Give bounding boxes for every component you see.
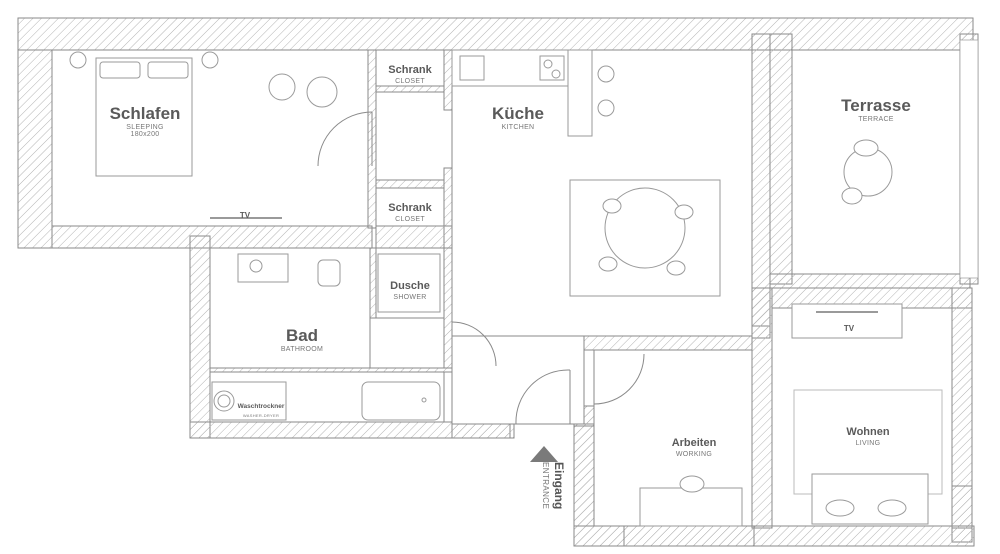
schlafen-size: 180x200 <box>130 131 160 138</box>
washer-name: Waschtrockner <box>237 403 285 410</box>
dining-table <box>569 179 721 297</box>
kueche-label: Küche KITCHEN <box>478 104 558 131</box>
schrank2-name: Schrank <box>388 202 432 214</box>
tv-living-text: TV <box>843 324 855 333</box>
schrank1-label: Schrank CLOSET <box>378 60 442 85</box>
entrance-arrow <box>530 446 558 462</box>
arbeiten-label: Arbeiten WORKING <box>654 433 734 458</box>
terrasse-name: Terrasse <box>841 96 911 115</box>
washer-label: Waschtrockner WASHER-DRYER <box>234 395 288 418</box>
dusche-en: SHOWER <box>393 294 427 301</box>
entrance-name: Eingang <box>552 462 566 510</box>
schrank2-en: CLOSET <box>395 216 425 223</box>
schrank2-label: Schrank CLOSET <box>378 198 442 223</box>
bad-en: BATHROOM <box>280 346 324 353</box>
dusche-label: Dusche SHOWER <box>380 276 440 301</box>
schlafen-label: Schlafen SLEEPING 180x200 <box>100 104 190 138</box>
bath-fixtures <box>211 253 441 421</box>
wohnen-label: Wohnen LIVING <box>828 422 908 447</box>
tv-bedroom-label: TV <box>230 205 260 223</box>
terrace-table <box>841 139 893 205</box>
wohnen-name: Wohnen <box>846 426 890 438</box>
entrance-en: ENTRANCE <box>541 462 550 510</box>
arbeiten-en: WORKING <box>675 451 713 458</box>
terrasse-label: Terrasse TERRACE <box>826 96 926 123</box>
desk <box>639 475 743 527</box>
terrace-railing <box>959 39 979 279</box>
schlafen-name: Schlafen <box>109 104 181 123</box>
bed <box>69 51 219 177</box>
tv-bedroom-text: TV <box>239 211 251 220</box>
bad-label: Bad BATHROOM <box>262 326 342 353</box>
doors <box>317 111 645 425</box>
living-furniture <box>791 303 943 525</box>
bedroom-chair <box>268 73 338 108</box>
kueche-name: Küche <box>492 104 544 123</box>
entrance-label: Eingang ENTRANCE <box>518 462 566 524</box>
wohnen-en: LIVING <box>855 440 881 447</box>
schrank1-name: Schrank <box>388 64 432 76</box>
tv-living-label: TV <box>834 318 864 336</box>
arbeiten-name: Arbeiten <box>671 437 717 449</box>
dusche-name: Dusche <box>390 280 430 292</box>
bad-name: Bad <box>285 326 319 345</box>
kueche-en: KITCHEN <box>501 124 535 131</box>
schlafen-en: SLEEPING <box>126 124 164 131</box>
kitchen-counter <box>451 49 615 137</box>
washer-en: WASHER-DRYER <box>242 413 280 418</box>
terrasse-en: TERRACE <box>858 116 894 123</box>
schrank1-en: CLOSET <box>395 78 425 85</box>
